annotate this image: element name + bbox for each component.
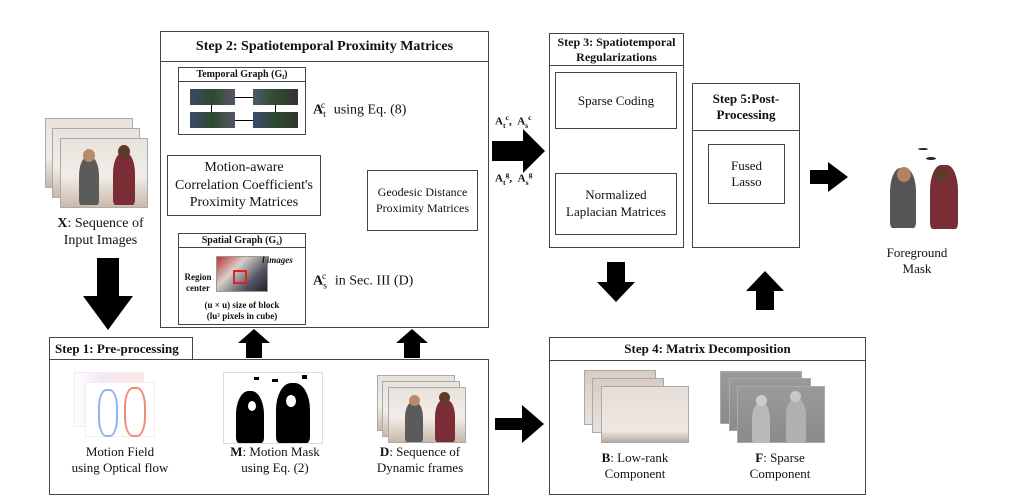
l-images-label: l images [262,255,293,265]
arrow-step5-to-output [810,162,848,192]
arrow-step4-to-step5 [746,271,784,310]
sparse-coding-box: Sparse Coding [555,72,677,129]
arrow-label-g-matrices: Atg, Asg [495,170,533,187]
arrow-step3-to-step4 [597,262,635,302]
input-label: X: Sequence of Input Images [57,216,144,248]
arrow-input-to-step1 [83,258,133,330]
step4-title: Step 4: Matrix Decomposition [549,337,866,361]
step5-title: Step 5:Post-Processing [692,83,800,131]
spatial-graph-image [216,256,268,292]
block-size-label: (u × u) size of block(lu² pixels in cube… [204,300,280,321]
arrow-step1-up-left [238,329,270,358]
arrow-step1-up-right [396,329,428,358]
arrow-step2-to-step3 [492,129,545,173]
arrow-step1-to-step4 [495,405,544,443]
arrow-label-c-matrices: Atc, Asc [495,113,532,130]
region-block-marker [233,270,247,284]
step1-title: Step 1: Pre-processing [49,337,193,360]
at-using-eq8-label: Atc using Eq. (8) [313,100,407,121]
as-sec-iii-label: Asc in Sec. III (D) [313,271,414,292]
step2-title: Step 2: Spatiotemporal Proximity Matrice… [160,31,489,62]
